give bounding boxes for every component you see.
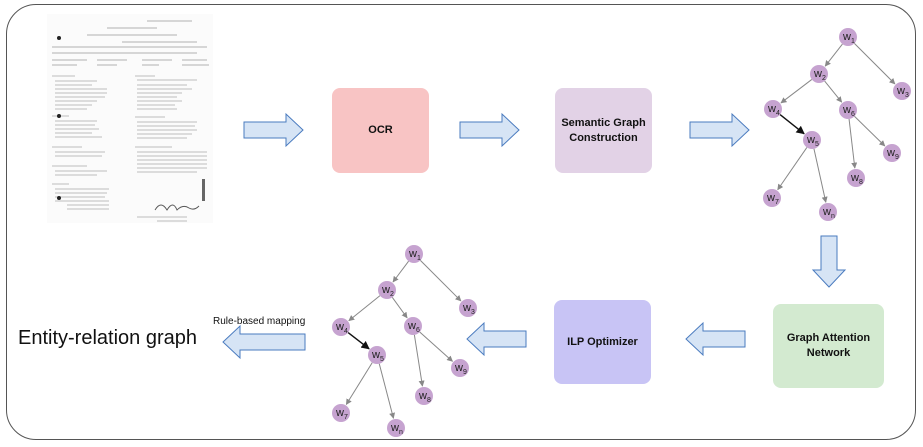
ilp-optimizer-label: ILP Optimizer (567, 335, 638, 348)
node-w1: w1 (405, 245, 423, 263)
node-subscript: 2 (390, 291, 394, 298)
node-w4: w4 (332, 318, 350, 336)
node-subscript: n (399, 429, 403, 436)
node-w2: w2 (810, 65, 828, 83)
node-w8: w8 (847, 169, 865, 187)
node-subscript: 7 (344, 414, 348, 421)
node-w6: w6 (839, 101, 857, 119)
node-subscript: 3 (905, 92, 909, 99)
semantic-graph-top: w1 w2 w3 w4 w5 w6 w7 w8 w9 wn (763, 28, 911, 221)
node-subscript: 2 (822, 75, 826, 82)
ocr-box: OCR (332, 88, 429, 173)
arrow-graph-to-output (222, 324, 306, 360)
edge-w4-w5 (779, 114, 805, 135)
graph-attention-network-box: Graph Attention Network (773, 304, 884, 388)
node-w9: w9 (883, 144, 901, 162)
edge-w5-wn (813, 148, 828, 203)
block-arrows (222, 112, 847, 360)
graph-attention-network-label: Graph Attention Network (786, 332, 871, 359)
rule-based-mapping-label: Rule-based mapping (213, 316, 306, 327)
node-subscript: 6 (416, 327, 420, 334)
node-subscript: 1 (417, 255, 421, 262)
entity-relation-graph-label: Entity-relation graph (18, 327, 197, 349)
node-w5: w5 (368, 346, 386, 364)
node-subscript: 3 (471, 309, 475, 316)
node-w6: w6 (404, 317, 422, 335)
node-subscript: 5 (815, 141, 819, 148)
node-subscript: 4 (776, 110, 780, 117)
ilp-optimizer-box: ILP Optimizer (554, 300, 651, 384)
edge-w6-w9 (419, 331, 453, 362)
semantic-graph-bottom: w1 w2 w3 w4 w5 w6 w7 w8 w9 wn (332, 245, 477, 437)
node-w7: w7 (763, 189, 781, 207)
node-w9: w9 (451, 359, 469, 377)
arrow-doc-to-ocr (243, 112, 304, 148)
node-subscript: 4 (344, 328, 348, 335)
edge-w6-w9 (854, 115, 886, 147)
edge-w5-wn (378, 363, 396, 419)
edge-w2-w4 (780, 79, 813, 104)
edge-w1-w2 (392, 260, 410, 283)
node-subscript: 7 (775, 199, 779, 206)
edge-w5-w7 (345, 362, 373, 406)
arrow-ilp-to-graph (466, 321, 527, 357)
edge-w1-w2 (824, 43, 843, 67)
node-w2: w2 (378, 281, 396, 299)
semantic-graph-construction-box: Semantic Graph Construction (555, 88, 652, 173)
arrow-gat-to-ilp (685, 321, 746, 357)
edge-w5-w7 (777, 147, 808, 191)
node-wn: wn (819, 203, 837, 221)
node-subscript: 6 (851, 111, 855, 118)
node-w1: w1 (839, 28, 857, 46)
edge-w6-w8 (413, 334, 425, 387)
node-subscript: 9 (463, 369, 467, 376)
ocr-label: OCR (368, 124, 393, 137)
edge-w1-w3 (854, 43, 896, 85)
node-subscript: 9 (895, 154, 899, 161)
node-subscript: n (831, 213, 835, 220)
edge-w2-w6 (824, 80, 843, 103)
edge-w2-w6 (391, 297, 408, 319)
node-wn: wn (387, 419, 405, 437)
edge-w6-w8 (848, 118, 858, 169)
edge-w4-w5 (347, 331, 370, 350)
node-w7: w7 (332, 404, 350, 422)
node-subscript: 1 (851, 38, 855, 45)
arrow-graph-to-gat (811, 235, 847, 288)
node-w3: w3 (893, 82, 911, 100)
node-w8: w8 (415, 387, 433, 405)
scanned-document-image (47, 14, 213, 223)
diagram-frame (6, 4, 916, 440)
semantic-graph-construction-label: Semantic Graph Construction (561, 116, 646, 144)
arrow-sgc-to-graph (689, 112, 750, 148)
edge-w2-w4 (348, 295, 381, 322)
node-subscript: 8 (859, 179, 863, 186)
node-subscript: 8 (427, 397, 431, 404)
node-w3: w3 (459, 299, 477, 317)
arrow-ocr-to-sgc (459, 112, 520, 148)
node-w5: w5 (803, 131, 821, 149)
node-w4: w4 (764, 100, 782, 118)
edge-w1-w3 (420, 260, 462, 302)
node-subscript: 5 (380, 356, 384, 363)
